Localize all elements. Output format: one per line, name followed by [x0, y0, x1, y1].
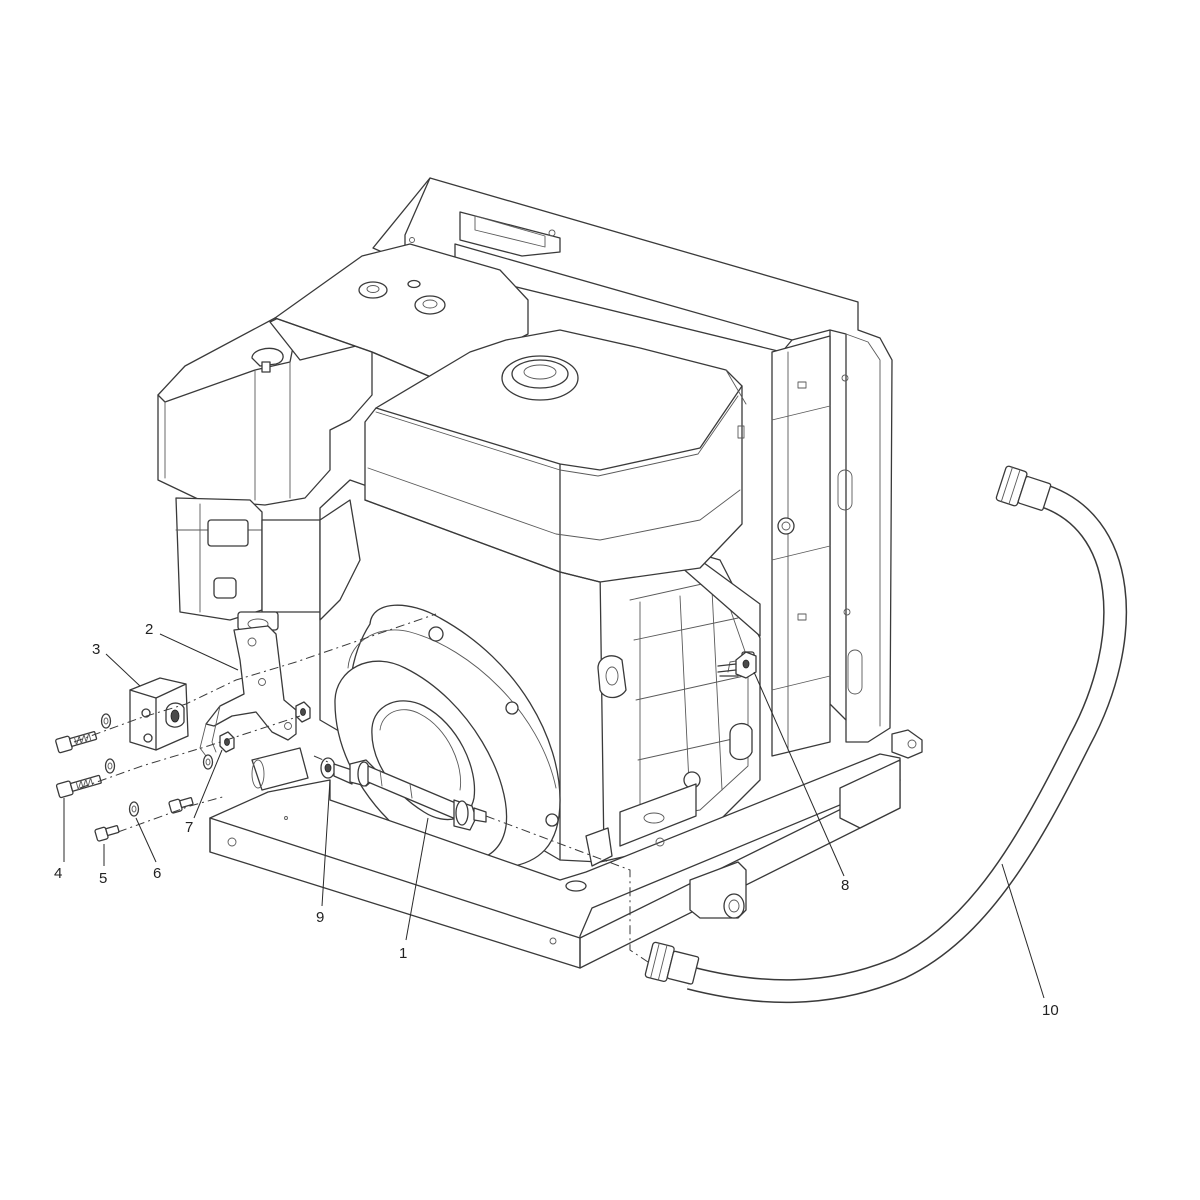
fuel-tank-rear — [274, 243, 529, 381]
part-6-washers — [100, 713, 214, 817]
callout-3: 3 — [92, 641, 100, 658]
callout-10: 10 — [1042, 1002, 1059, 1019]
callout-9: 9 — [316, 909, 324, 926]
part-5-screws — [94, 797, 194, 842]
base-plate — [209, 747, 901, 969]
callout-2: 2 — [145, 621, 153, 638]
callout-4: 4 — [54, 865, 62, 882]
callout-8: 8 — [841, 877, 849, 894]
part-10-hose — [644, 465, 1128, 1004]
part-4-bolts — [55, 731, 102, 799]
part-8-fitting — [717, 651, 757, 679]
part-7-nuts — [219, 701, 311, 753]
part-9-fitting — [320, 757, 353, 785]
part-1-shaft — [349, 759, 487, 831]
callout-5: 5 — [99, 870, 107, 887]
recoil-starter — [334, 604, 561, 870]
callout-labels: 1 2 3 4 5 6 7 8 9 10 — [54, 621, 1059, 1019]
assembly-lines — [73, 613, 649, 963]
fuel-tank-front — [364, 329, 747, 583]
callout-6: 6 — [153, 865, 161, 882]
callout-7: 7 — [185, 819, 193, 836]
part-2-bracket — [199, 625, 297, 757]
part-3-clamp-block — [129, 677, 189, 751]
leader-lines — [63, 633, 1045, 999]
callout-1: 1 — [399, 945, 407, 962]
rear-frame — [372, 177, 923, 759]
carburetor — [175, 497, 335, 631]
